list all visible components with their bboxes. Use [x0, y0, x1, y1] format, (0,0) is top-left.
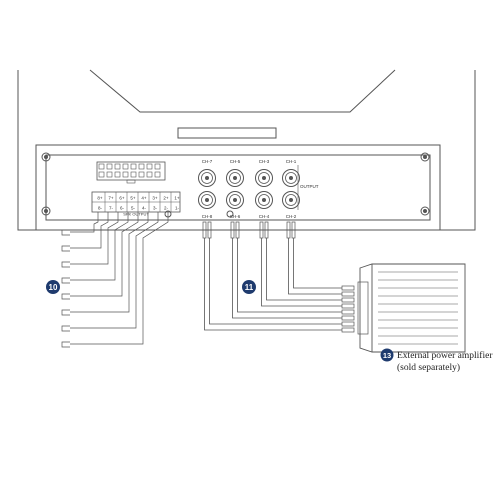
rca-outputs: [198, 169, 300, 209]
connector-pin: [154, 171, 161, 178]
spk-terminal-label: 2-: [164, 206, 169, 211]
connector-pin: [106, 171, 113, 178]
connector-pin: [130, 171, 137, 178]
spk-terminal-label: 1-: [175, 206, 180, 211]
connector-pin: [154, 163, 161, 170]
speaker-wires: [61, 212, 169, 348]
channel-label: CH-3: [259, 159, 270, 164]
channel-label: CH-6: [230, 214, 241, 219]
channel-label: CH-4: [259, 214, 270, 219]
callout-13: 13: [380, 348, 394, 362]
connector-pin: [114, 163, 121, 170]
connector-pin: [106, 163, 113, 170]
connector-pin: [138, 171, 145, 178]
screw-icon: [41, 206, 51, 216]
spk-output-title: SPK OUTPUT: [123, 212, 149, 217]
head-unit: [17, 69, 476, 231]
rca-jack: [198, 191, 216, 209]
spk-terminal-label: 4-: [142, 206, 147, 211]
spk-terminal-label: 4+: [141, 196, 147, 201]
channel-label: CH-1: [286, 159, 297, 164]
connector-pin: [146, 171, 153, 178]
screw-icon: [420, 206, 430, 216]
spk-terminal-label: 7-: [109, 206, 114, 211]
spk-terminal-label: 6-: [120, 206, 125, 211]
connector-pin: [98, 171, 105, 178]
spk-connector: 8+ 7+ 6+ 5+ 4+ 3+ 2+ 1+ 8- 7- 6- 5- 4- 3- 2- 1- SPK OU…: [91, 161, 181, 217]
rca-jack: [226, 169, 244, 187]
rca-jack: [198, 169, 216, 187]
spk-terminal-label: 6+: [119, 196, 125, 201]
screw-icon: [226, 210, 234, 218]
spk-terminal-label: 3+: [152, 196, 158, 201]
spk-terminal-label: 3-: [153, 206, 158, 211]
svg-text:10: 10: [49, 283, 58, 292]
channel-label: CH-5: [230, 159, 241, 164]
connector-key: [126, 179, 136, 184]
channel-label: CH-2: [286, 214, 297, 219]
screw-icon: [420, 152, 430, 162]
connector-pin: [122, 163, 129, 170]
rca-jack: [255, 191, 273, 209]
rca-jack: [226, 191, 244, 209]
external-amplifier: [357, 263, 466, 353]
spk-terminal-label: 5+: [130, 196, 136, 201]
connector-pin: [114, 171, 121, 178]
svg-text:13: 13: [383, 351, 391, 360]
rca-jack: [282, 169, 300, 187]
connector-pin: [98, 163, 105, 170]
rca-jack: [255, 169, 273, 187]
channel-label: CH-7: [202, 159, 213, 164]
callout-10: 10: [46, 280, 60, 294]
channel-label: CH-8: [202, 214, 213, 219]
spk-terminal-label: 7+: [108, 196, 114, 201]
rca-jack: [282, 191, 300, 209]
connector-pin: [138, 163, 145, 170]
connector-pin: [130, 163, 137, 170]
output-label: OUTPUT: [300, 184, 319, 189]
screw-icon: [41, 152, 51, 162]
amplifier-note: (sold separately): [397, 362, 460, 373]
spk-terminal-label: 8+: [97, 196, 103, 201]
connector-pin: [122, 171, 129, 178]
spk-terminal-label: 5-: [131, 206, 136, 211]
callout-11: 11: [242, 280, 256, 294]
spk-terminal-label: 2+: [163, 196, 169, 201]
amplifier-label: External power amplifier: [397, 350, 493, 361]
spk-terminal-label: 1+: [174, 196, 180, 201]
svg-text:11: 11: [245, 283, 254, 292]
rca-cables: [202, 221, 355, 333]
spk-terminal-label: 8-: [98, 206, 103, 211]
connector-pin: [146, 163, 153, 170]
